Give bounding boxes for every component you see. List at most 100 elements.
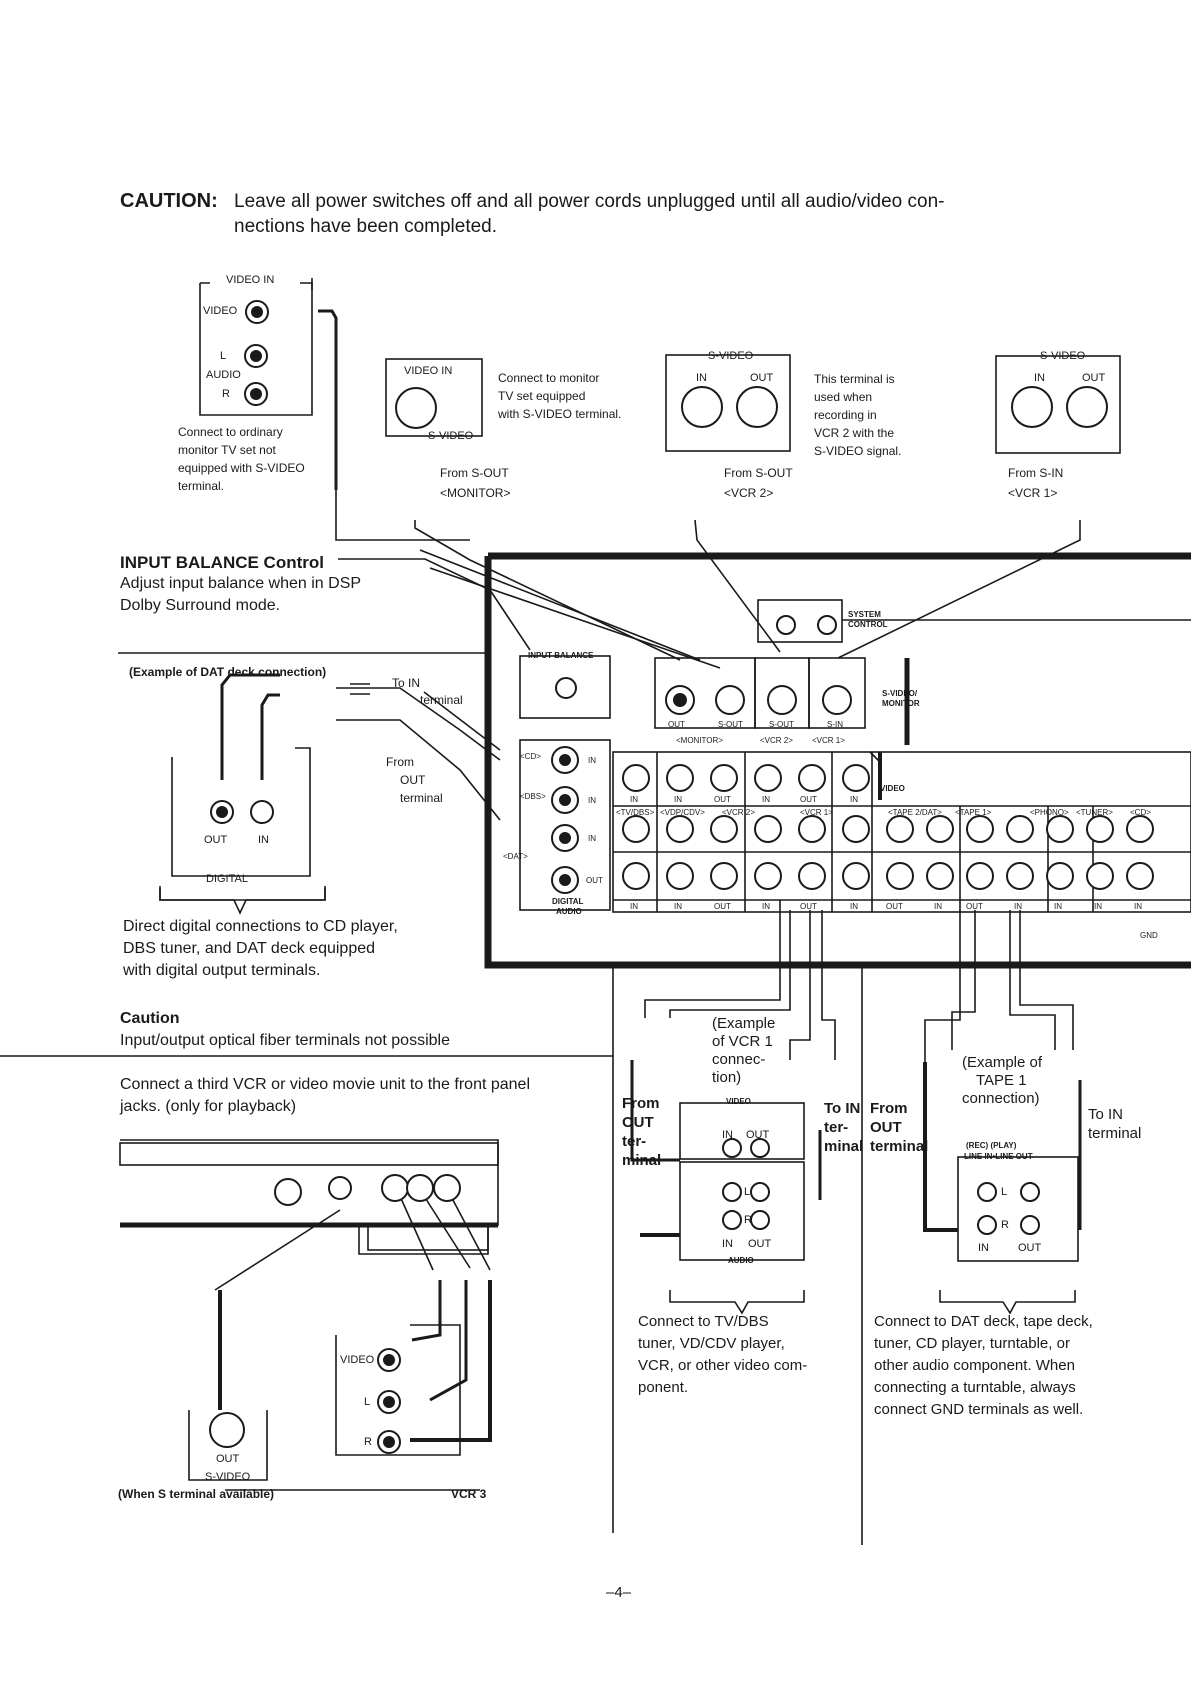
rear-audio-io-7: OUT xyxy=(886,902,903,911)
vcr2-group-label: S-VIDEO xyxy=(708,350,754,362)
std-monitor-note-2: monitor TV set not xyxy=(178,443,276,457)
caution-title: Caution xyxy=(120,1010,180,1027)
caution-line-2: nections have been completed. xyxy=(234,216,498,237)
rear-digital-cd: <CD> xyxy=(520,752,541,761)
vcr1-example-title-4: tion) xyxy=(712,1069,742,1086)
rear-audio-group-3: <PHONO> xyxy=(1030,808,1069,817)
vcr2-note-4: VCR 2 with the xyxy=(814,426,895,440)
rear-audio-io-8: IN xyxy=(934,902,942,911)
tape1-l-label: L xyxy=(1001,1186,1008,1198)
rear-sv-group-1: <MONITOR> xyxy=(676,736,723,745)
rear-video-label: VIDEO xyxy=(880,784,905,793)
front-s-note: (When S terminal available) xyxy=(118,1487,275,1501)
vcr1-in-label: IN xyxy=(722,1129,733,1141)
vcr2-out-label: OUT xyxy=(750,372,774,384)
input-balance-title: INPUT BALANCE Control xyxy=(120,553,324,572)
vcr1-target-label: <VCR 1> xyxy=(1008,486,1058,500)
vcr3-l-label: L xyxy=(364,1396,371,1408)
monitor-note-1: Connect to monitor xyxy=(498,371,600,385)
dat-desc-3: with digital output terminals. xyxy=(123,962,321,979)
tape1-to-in-2: terminal xyxy=(1088,1125,1142,1142)
rear-sv-group-3: <VCR 1> xyxy=(812,736,845,745)
rear-audio-io-2: IN xyxy=(674,902,682,911)
monitor-target-label: <MONITOR> xyxy=(440,486,511,500)
rear-sv-label-1: OUT xyxy=(668,720,685,729)
vcr2-in-label: IN xyxy=(696,372,707,384)
rear-audio-io-11: IN xyxy=(1054,902,1062,911)
dat-in-label: IN xyxy=(258,834,269,846)
rear-sv-label-3: S-OUT xyxy=(769,720,794,729)
rear-audio-io-13: IN xyxy=(1134,902,1142,911)
vcr1-from-label: From S-IN xyxy=(1008,466,1064,480)
vcr1-audio-in-label: IN xyxy=(722,1238,733,1250)
rear-sv-label-4: S-IN xyxy=(827,720,843,729)
vcr1-example-title-3: connec- xyxy=(712,1051,766,1068)
vcr1-s-out-jack xyxy=(1066,386,1108,428)
rear-video-group-3: <VCR 2> xyxy=(722,808,755,817)
dat-to-in-1: To IN xyxy=(392,676,421,690)
vcr1-l-label: L xyxy=(744,1186,751,1198)
front-s-out-label: OUT xyxy=(216,1453,240,1465)
rear-digital-dbs: <DBS> xyxy=(520,792,546,801)
vcr1-audio-out-label: OUT xyxy=(748,1238,772,1250)
tape1-rec-play: (REC) (PLAY) xyxy=(966,1141,1017,1150)
front-panel-desc-1: Connect a third VCR or video movie unit … xyxy=(120,1076,530,1093)
rear-digital-io-2: IN xyxy=(588,796,596,805)
input-balance-desc-1: Adjust input balance when in DSP xyxy=(120,575,362,592)
vcr1-r-label: R xyxy=(744,1214,752,1226)
rear-digital-io-4: OUT xyxy=(586,876,603,885)
tape1-desc-1: Connect to DAT deck, tape deck, xyxy=(874,1313,1093,1330)
monitor-note-3: with S-VIDEO terminal. xyxy=(498,407,622,421)
rear-video-group-1: <TV/DBS> xyxy=(616,808,655,817)
rear-system-control-2: CONTROL xyxy=(848,620,888,629)
caution-label: CAUTION: xyxy=(120,190,218,212)
audio-label: AUDIO xyxy=(206,369,241,381)
vcr1-to-in-2: ter- xyxy=(824,1119,849,1136)
video-label: VIDEO xyxy=(203,305,238,317)
vcr1-out-label: OUT xyxy=(746,1129,770,1141)
vcr1-to-in-1: To IN xyxy=(824,1100,861,1117)
vcr3-label: VCR 3 xyxy=(451,1487,487,1501)
rear-video-io-4: IN xyxy=(762,795,770,804)
rear-audio-io-9: OUT xyxy=(966,902,983,911)
rear-video-io-6: IN xyxy=(850,795,858,804)
tape1-r-label: R xyxy=(1001,1219,1009,1231)
vcr1-example-title-1: (Example xyxy=(712,1015,776,1032)
tape1-desc-4: connecting a turntable, always xyxy=(874,1379,1076,1396)
caution-text: Input/output optical fiber terminals not… xyxy=(120,1032,450,1049)
vcr2-note-1: This terminal is xyxy=(814,372,895,386)
dat-out-label: OUT xyxy=(204,834,228,846)
rear-video-io-5: OUT xyxy=(800,795,817,804)
vcr2-from-label: From S-OUT xyxy=(724,466,793,480)
rear-audio-io-6: IN xyxy=(850,902,858,911)
rear-audio-group-5: <CD> xyxy=(1130,808,1151,817)
rear-video-io-2: IN xyxy=(674,795,682,804)
tape1-from-out-3: terminal xyxy=(870,1138,929,1155)
rear-digital-dat: <DAT> xyxy=(503,852,528,861)
rear-s-video-monitor-1: S-VIDEO/ xyxy=(882,689,918,698)
vcr1-group-label: S-VIDEO xyxy=(1040,350,1086,362)
tape1-title-3: connection) xyxy=(962,1090,1040,1107)
vcr1-desc-4: ponent. xyxy=(638,1379,689,1396)
rear-video-io-3: OUT xyxy=(714,795,731,804)
page-number: –4– xyxy=(606,1584,632,1601)
vcr3-r-label: R xyxy=(364,1436,372,1448)
dat-digital-label: DIGITAL xyxy=(206,873,248,885)
tape1-out-label: OUT xyxy=(1018,1242,1042,1254)
rear-video-group-4: <VCR 1> xyxy=(800,808,833,817)
tape1-to-in-1: To IN xyxy=(1088,1106,1124,1123)
rear-video-group-2: <VDP/CDV> xyxy=(660,808,705,817)
vcr1-desc-2: tuner, VD/CDV player, xyxy=(638,1335,785,1352)
monitor-s-video-label: S-VIDEO xyxy=(428,430,474,442)
front-panel-desc-2: jacks. (only for playback) xyxy=(120,1098,297,1115)
dat-from-out-1: From xyxy=(386,755,414,769)
rear-input-balance-label: INPUT BALANCE xyxy=(528,651,594,660)
tape1-in-label: IN xyxy=(978,1242,989,1254)
std-monitor-note-4: terminal. xyxy=(178,479,225,493)
vcr1-from-out-4: minal xyxy=(622,1152,662,1169)
vcr1-to-in-3: minal xyxy=(824,1138,864,1155)
vcr1-desc-1: Connect to TV/DBS xyxy=(638,1313,769,1330)
dat-desc-1: Direct digital connections to CD player, xyxy=(123,918,398,935)
